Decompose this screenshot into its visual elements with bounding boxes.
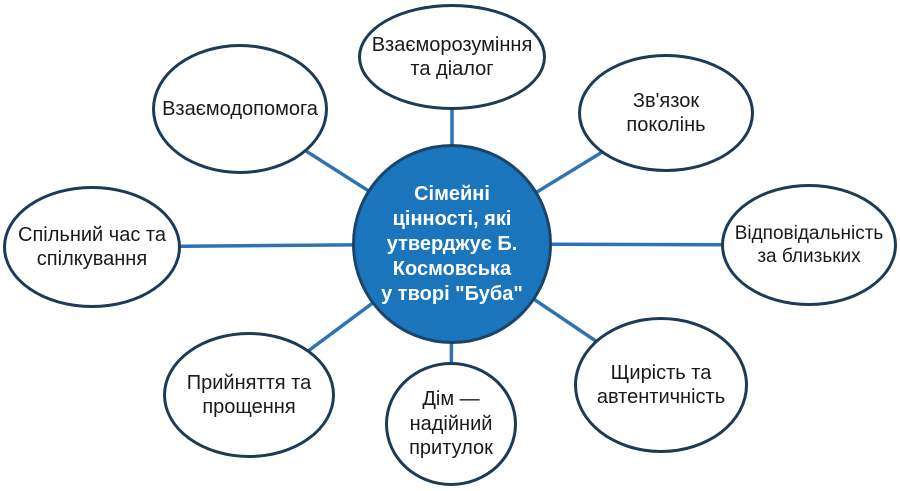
node-sincerity-authenticity: Щирість та автентичність	[574, 317, 748, 453]
node-label: Взаєморозуміння та діалог	[371, 33, 533, 80]
node-label: Прийняття та прощення	[186, 371, 312, 418]
node-label: Дім — надійний притулок	[409, 388, 493, 460]
node-label: Зв'язок поколінь	[626, 89, 706, 136]
node-home-reliable-shelter: Дім — надійний притулок	[385, 362, 517, 486]
node-label: Щирість та автентичність	[596, 361, 726, 408]
center-node-family-values: Сімейні цінності, які утверджує Б. Космо…	[352, 144, 552, 344]
node-label: Відповідальність за близьких	[734, 222, 884, 267]
node-label: Взаємодопомога	[162, 97, 318, 120]
node-responsibility-for-loved-ones: Відповідальність за близьких	[721, 184, 897, 306]
center-node-label: Сімейні цінності, які утверджує Б. Космо…	[381, 182, 523, 305]
node-acceptance-forgiveness: Прийняття та прощення	[163, 332, 335, 458]
node-mutual-help: Взаємодопомога	[152, 44, 328, 174]
node-label: Спільний час та спілкування	[18, 223, 166, 270]
node-shared-time-communication: Спільний час та спілкування	[3, 186, 181, 308]
node-generations-connection: Зв'язок поколінь	[578, 54, 754, 172]
node-mutual-understanding-dialogue: Взаєморозуміння та діалог	[358, 4, 546, 110]
